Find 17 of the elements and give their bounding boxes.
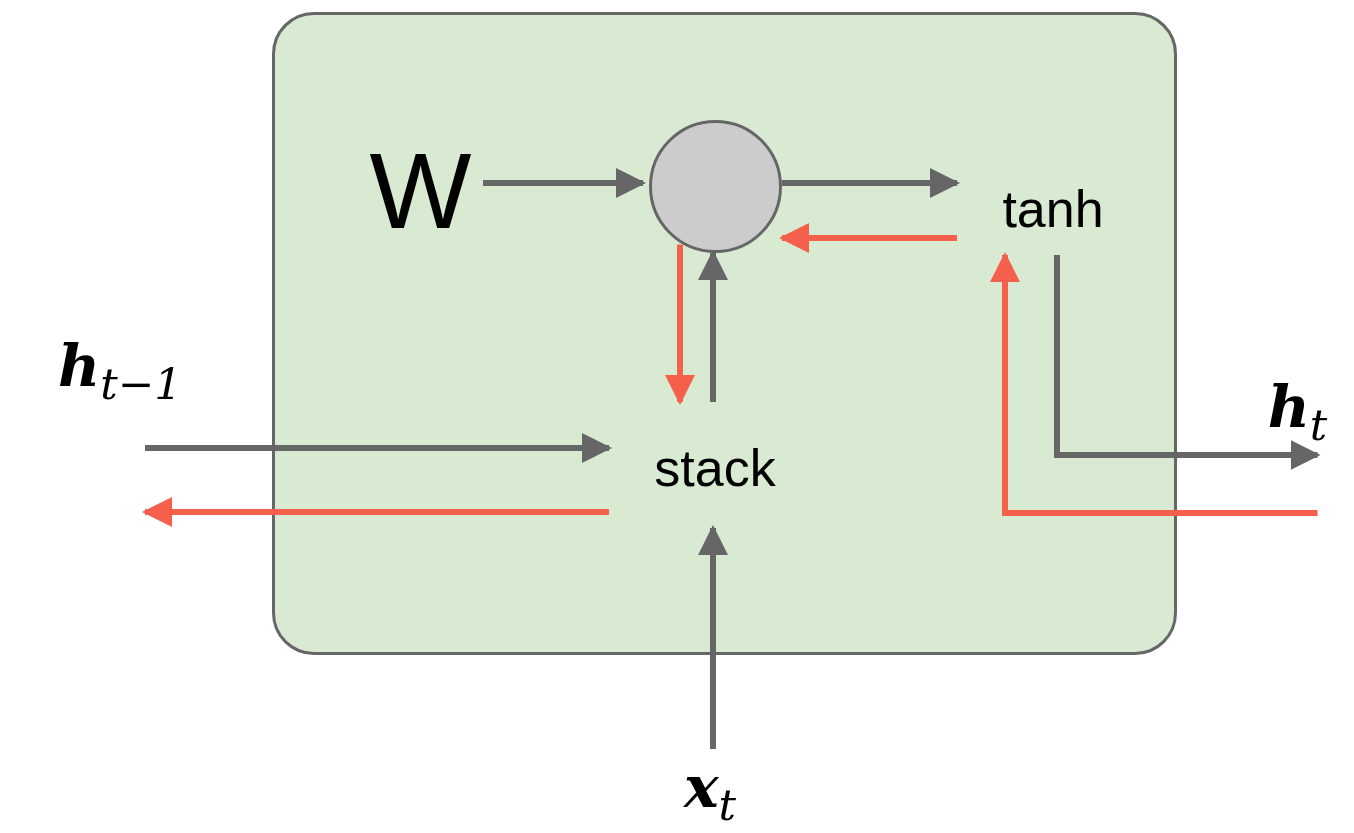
arrow bbox=[483, 168, 646, 198]
arrow bbox=[779, 223, 957, 253]
arrow bbox=[698, 250, 728, 402]
arrow bbox=[142, 497, 609, 527]
operation-label: W bbox=[369, 129, 472, 253]
vector-label: h$_{t}$ bbox=[1267, 372, 1328, 450]
operation-label: tanh bbox=[1002, 179, 1104, 239]
vector-label: h$_{t−1}$ bbox=[58, 331, 182, 409]
arrow bbox=[990, 252, 1318, 516]
operation-label: stack bbox=[654, 438, 776, 498]
arrow bbox=[782, 168, 960, 198]
arrow bbox=[665, 244, 695, 405]
rnn-cell-box bbox=[272, 12, 1177, 655]
arrow bbox=[1054, 255, 1321, 470]
arrow bbox=[698, 525, 728, 749]
arrow bbox=[145, 433, 612, 463]
vector-label: x$_{t}$ bbox=[683, 752, 737, 830]
